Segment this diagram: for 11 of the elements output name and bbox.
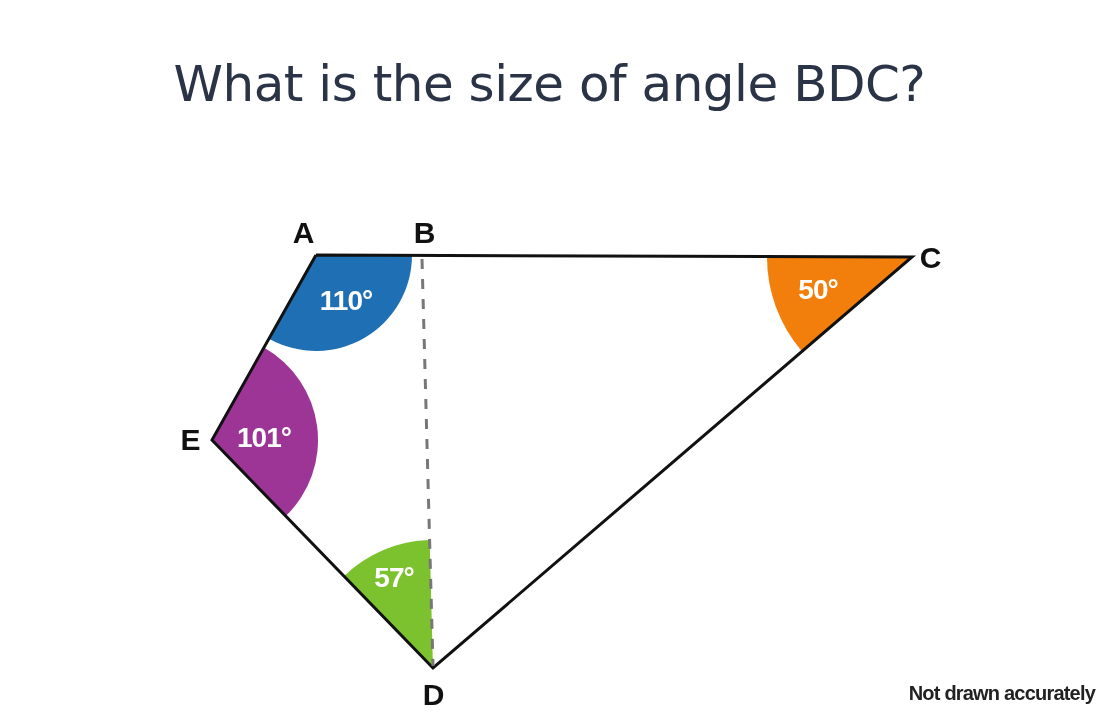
vertex-label: D: [422, 678, 444, 712]
angle-value: 50°: [798, 274, 838, 306]
note-text: Not drawn accurately: [908, 682, 1095, 705]
angle-value: 110°: [319, 285, 373, 317]
vertex-label: C: [919, 241, 941, 275]
vertex-label: A: [292, 216, 314, 250]
angle-value: 101°: [237, 422, 291, 454]
question-title: What is the size of angle BDC?: [172, 55, 927, 113]
angle-value: 57°: [374, 562, 414, 594]
vertex-label: B: [413, 216, 435, 250]
vertex-label: E: [180, 423, 200, 457]
